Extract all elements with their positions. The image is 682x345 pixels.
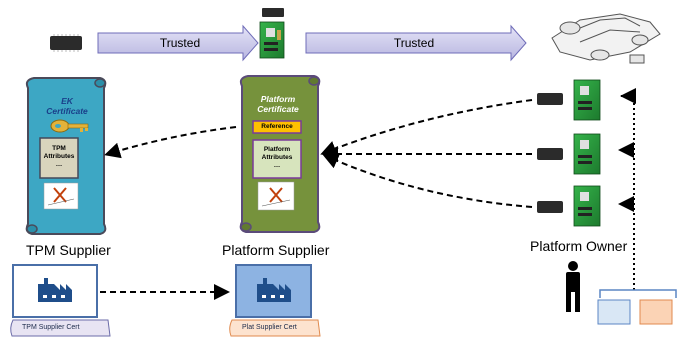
tpm-attributes-line2: Attributes bbox=[43, 153, 75, 160]
plat-supplier-cert-label: Plat Supplier Cert bbox=[242, 324, 297, 331]
platform-title-line2: Certificate bbox=[257, 104, 299, 114]
platform-attributes-line2: Attributes bbox=[261, 154, 293, 161]
person-icon bbox=[566, 261, 580, 312]
owner-chip-bottom-icon bbox=[537, 201, 563, 213]
tpm-attributes-line1: TPM bbox=[52, 145, 66, 152]
platform-supplier-factory-icon bbox=[235, 264, 312, 318]
tpm-supplier-cert-label: TPM Supplier Cert bbox=[22, 324, 80, 331]
owner-chip-top-icon bbox=[537, 93, 563, 105]
dashed-arrow-owner-top-to-platform bbox=[320, 99, 533, 157]
platform-attributes-box: Platform Attributes … bbox=[253, 146, 301, 170]
vehicle-icon bbox=[551, 13, 661, 64]
ek-certificate-scroll bbox=[25, 77, 107, 235]
platform-owner-label: Platform Owner bbox=[530, 238, 628, 254]
tpm-supplier-label: TPM Supplier bbox=[26, 242, 111, 258]
platform-supplier-label: Platform Supplier bbox=[222, 242, 330, 258]
plat-supplier-cert-badge bbox=[229, 319, 321, 337]
ek-title-line2: Certificate bbox=[46, 106, 88, 116]
trusted-arrow-right bbox=[305, 24, 527, 62]
owner-board-mid-icon bbox=[573, 133, 601, 175]
tpm-chip-icon bbox=[50, 34, 82, 52]
owner-board-top-icon bbox=[573, 79, 601, 121]
tpm-supplier-cert-badge bbox=[10, 319, 111, 337]
platform-certificate-title: Platform Certificate bbox=[252, 94, 304, 114]
motherboard-icon bbox=[259, 8, 285, 59]
owner-cert-bracket bbox=[597, 289, 677, 325]
reference-box: Reference bbox=[261, 123, 293, 130]
dashed-arrow-platform-to-ek bbox=[104, 126, 237, 159]
owner-board-bottom-icon bbox=[573, 185, 601, 227]
key-icon bbox=[50, 119, 89, 133]
dotted-line-main bbox=[620, 95, 635, 290]
dashed-arrow-owner-bottom-to-platform bbox=[322, 153, 533, 208]
platform-certificate-scroll bbox=[239, 75, 321, 233]
platform-attributes-line1: Platform bbox=[263, 146, 291, 153]
trusted-arrow-left bbox=[97, 24, 259, 62]
trusted-label-left: Trusted bbox=[159, 36, 201, 50]
trusted-label-right: Trusted bbox=[393, 36, 435, 50]
platform-title-line1: Platform bbox=[260, 94, 296, 104]
tpm-attributes-box: TPM Attributes … bbox=[40, 145, 78, 169]
tpm-supplier-factory-icon bbox=[12, 264, 98, 318]
owner-chip-mid-icon bbox=[537, 148, 563, 160]
ek-title-line1: EK bbox=[61, 96, 73, 106]
tpm-attributes-line3: … bbox=[55, 161, 63, 168]
platform-attributes-line3: … bbox=[273, 162, 281, 169]
ek-certificate-title: EK Certificate bbox=[44, 96, 90, 116]
